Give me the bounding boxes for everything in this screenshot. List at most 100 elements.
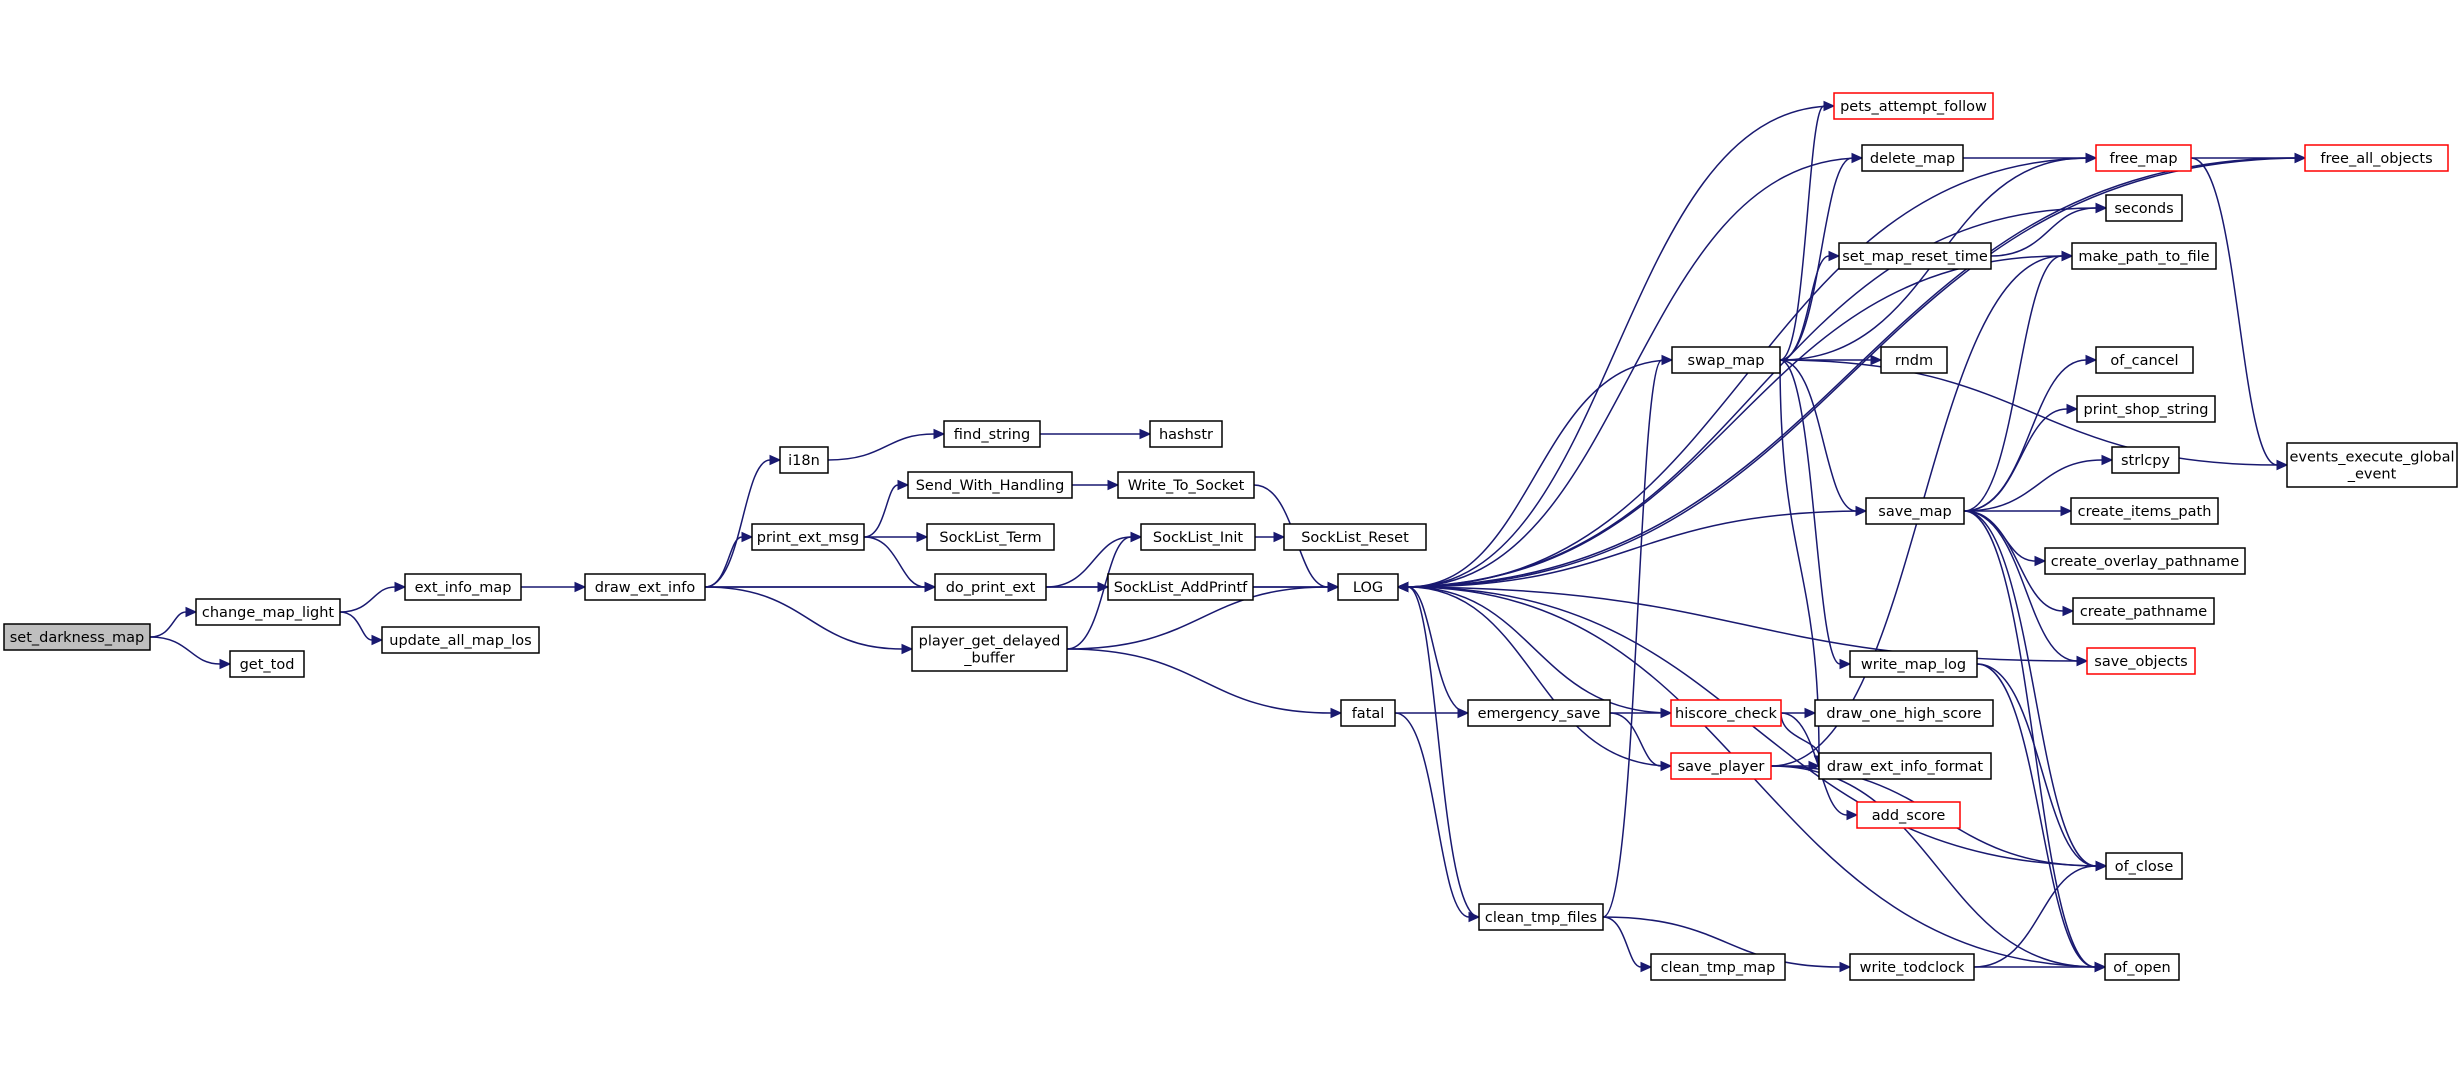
node-label: SockList_AddPrintf	[1114, 580, 1248, 596]
call-edges	[149, 100, 2307, 973]
node-make-path-to-file[interactable]: make_path_to_file	[2071, 242, 2217, 270]
edge-arrowhead	[371, 634, 384, 646]
node-swap-map[interactable]: swap_map	[1671, 346, 1781, 374]
node-do-print-ext[interactable]: do_print_ext	[934, 573, 1047, 601]
node-change-map-light[interactable]: change_map_light	[195, 598, 341, 626]
node-label: set_map_reset_time	[1842, 249, 1988, 265]
node-draw-one-high-score[interactable]: draw_one_high_score	[1814, 699, 1994, 727]
node-hiscore-check[interactable]: hiscore_check	[1670, 699, 1782, 727]
node-set-map-reset-time[interactable]: set_map_reset_time	[1838, 242, 1992, 270]
node-update-all-map-los[interactable]: update_all_map_los	[381, 626, 540, 654]
node-box	[1140, 523, 1256, 551]
edge-save-map-to-of-open	[1963, 510, 2107, 973]
node-create-items-path[interactable]: create_items_path	[2070, 497, 2219, 525]
node-create-pathname[interactable]: create_pathname	[2072, 597, 2215, 625]
node-add-score[interactable]: add_score	[1856, 801, 1961, 829]
edge-line	[1780, 712, 1848, 816]
node-write-to-socket[interactable]: Write_To_Socket	[1117, 471, 1255, 499]
node-socklist-addprintf[interactable]: SockList_AddPrintf	[1107, 573, 1254, 601]
node-send-with-handling[interactable]: Send_With_Handling	[907, 471, 1073, 499]
edge-arrowhead	[924, 581, 937, 593]
node-draw-ext-info-format[interactable]: draw_ext_info_format	[1818, 752, 1992, 780]
edge-ext-info-map-to-draw-ext-info	[521, 581, 587, 593]
node-clean-tmp-map[interactable]: clean_tmp_map	[1650, 953, 1786, 981]
edge-line	[1963, 359, 2087, 512]
node-set-darkness-map[interactable]: set_darkness_map	[3, 623, 151, 651]
edge-line	[1407, 586, 1672, 714]
node-ext-info-map[interactable]: ext_info_map	[404, 573, 522, 601]
node-get-tod[interactable]: get_tod	[229, 650, 305, 678]
node-label: _event	[2347, 467, 2397, 483]
edge-line	[1779, 359, 1857, 512]
node-label: SockList_Term	[939, 530, 1041, 546]
edge-line	[1066, 586, 1329, 650]
node-i18n[interactable]: i18n	[779, 446, 829, 474]
edge-line	[1407, 510, 1867, 588]
node-label: SockList_Init	[1153, 530, 1244, 546]
edge-arrowhead	[574, 581, 587, 593]
edge-arrowhead	[1828, 250, 1841, 262]
edge-line	[1779, 255, 1830, 361]
node-socklist-reset[interactable]: SockList_Reset	[1283, 523, 1427, 551]
node-of-open[interactable]: of_open	[2104, 953, 2180, 981]
node-of-close[interactable]: of_close	[2105, 852, 2183, 880]
node-write-todclock[interactable]: write_todclock	[1849, 953, 1975, 981]
edge-clean-tmp-files-to-clean-tmp-map	[1602, 916, 1653, 973]
edge-arrowhead	[219, 658, 232, 670]
node-pets-attempt-follow[interactable]: pets_attempt_follow	[1833, 92, 1994, 120]
node-save-map[interactable]: save_map	[1865, 497, 1965, 525]
edge-arrowhead	[1846, 809, 1859, 821]
node-box	[2072, 597, 2215, 625]
edge-arrowhead	[2095, 202, 2108, 214]
node-socklist-init[interactable]: SockList_Init	[1140, 523, 1256, 551]
node-find-string[interactable]: find_string	[943, 420, 1041, 448]
node-fatal[interactable]: fatal	[1340, 699, 1396, 727]
edge-clean-tmp-files-to-write-todclock	[1602, 916, 1852, 973]
edge-swap-map-to-save-map	[1779, 359, 1868, 517]
edge-draw-ext-info-to-i18n	[704, 454, 782, 588]
node-box	[751, 523, 865, 551]
edge-arrowhead	[2034, 555, 2047, 567]
node-print-shop-string[interactable]: print_shop_string	[2076, 395, 2216, 423]
node-seconds[interactable]: seconds	[2105, 194, 2183, 222]
node-of-cancel[interactable]: of_cancel	[2095, 346, 2194, 374]
node-events-execute-global-event[interactable]: events_execute_global_event	[2286, 442, 2458, 488]
node-create-overlay-pathname[interactable]: create_overlay_pathname	[2044, 547, 2246, 575]
edge-arrowhead	[2062, 605, 2075, 617]
node-label: of_open	[2113, 960, 2170, 976]
node-box	[2304, 144, 2449, 172]
node-box	[2076, 395, 2216, 423]
node-label: of_close	[2115, 859, 2174, 875]
node-free-all-objects[interactable]: free_all_objects	[2304, 144, 2449, 172]
node-delete-map[interactable]: delete_map	[1861, 144, 1964, 172]
node-label: set_darkness_map	[10, 630, 145, 646]
edge-line	[1963, 255, 2063, 512]
node-label: make_path_to_file	[2078, 249, 2209, 265]
edge-log-to-make-path-to-file	[1397, 250, 2074, 588]
edge-line	[1397, 157, 2296, 588]
node-clean-tmp-files[interactable]: clean_tmp_files	[1478, 903, 1604, 931]
node-print-ext-msg[interactable]: print_ext_msg	[751, 523, 865, 551]
node-label: do_print_ext	[946, 580, 1036, 596]
edge-line	[149, 611, 187, 638]
node-strlcpy[interactable]: strlcpy	[2111, 446, 2180, 474]
node-write-map-log[interactable]: write_map_log	[1849, 650, 1978, 678]
node-save-player[interactable]: save_player	[1670, 752, 1772, 780]
node-player-get-delayed-buffer[interactable]: player_get_delayed_buffer	[911, 626, 1068, 672]
edge-line	[1407, 586, 1480, 918]
node-label: Write_To_Socket	[1128, 478, 1245, 494]
node-hashstr[interactable]: hashstr	[1149, 420, 1223, 448]
edge-arrowhead	[901, 643, 914, 655]
node-log[interactable]: LOG	[1337, 573, 1399, 601]
node-save-objects[interactable]: save_objects	[2086, 647, 2196, 675]
node-box	[1861, 144, 1964, 172]
node-socklist-term[interactable]: SockList_Term	[926, 523, 1055, 551]
node-box	[911, 626, 1068, 672]
node-emergency-save[interactable]: emergency_save	[1467, 699, 1611, 727]
edge-save-map-to-of-cancel	[1963, 354, 2098, 512]
node-free-map[interactable]: free_map	[2095, 144, 2192, 172]
edge-arrowhead	[1107, 479, 1120, 491]
node-draw-ext-info[interactable]: draw_ext_info	[584, 573, 706, 601]
edge-line	[1397, 255, 2063, 588]
node-rndm[interactable]: rndm	[1880, 346, 1948, 374]
